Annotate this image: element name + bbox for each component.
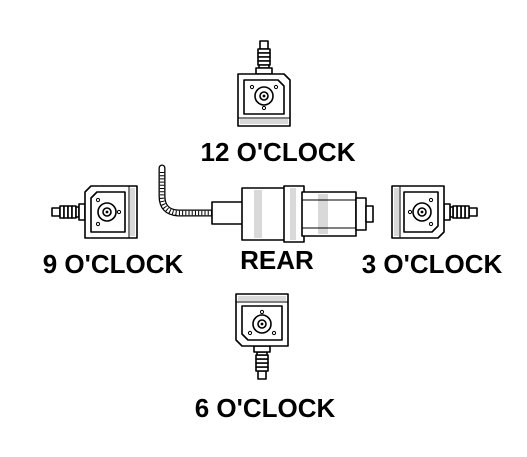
cable bbox=[158, 164, 218, 217]
label-9-oclock: 9 O'CLOCK bbox=[43, 249, 184, 279]
head-3-oclock bbox=[391, 185, 478, 239]
label-rear: REAR bbox=[240, 245, 314, 275]
label-12-oclock: 12 O'CLOCK bbox=[201, 137, 356, 167]
rear-unit bbox=[158, 164, 374, 243]
label-3-oclock: 3 O'CLOCK bbox=[362, 249, 503, 279]
head-9-oclock bbox=[51, 185, 138, 239]
label-6-oclock: 6 O'CLOCK bbox=[195, 393, 336, 423]
head-6-oclock bbox=[235, 293, 289, 380]
head-12-oclock bbox=[237, 40, 291, 127]
